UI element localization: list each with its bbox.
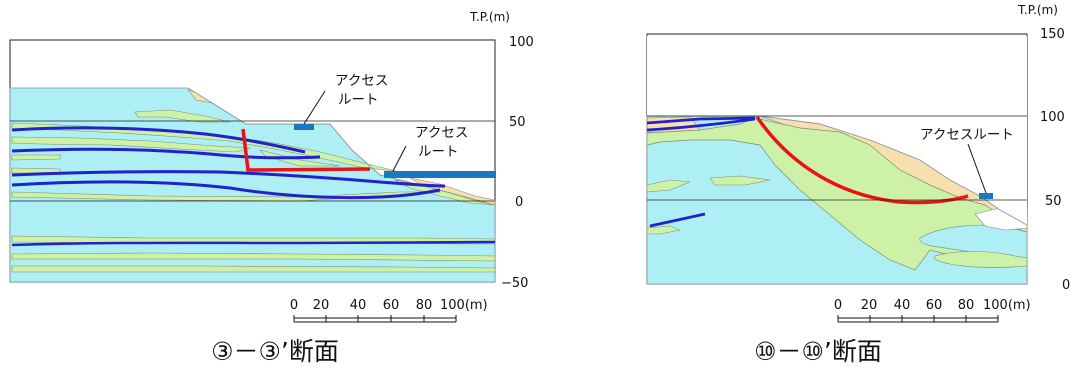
left-red-line [241,128,371,172]
right-blue-line-1 [646,116,756,125]
left-blue-line-3 [11,170,446,188]
right-green-streak-3 [646,225,682,235]
left-access-label-2a: アクセス [415,125,468,141]
left-green-strip-9 [11,252,496,262]
left-blue-line-4 [11,180,441,200]
right-access-leader [967,143,987,194]
left-blue-lines [11,126,496,247]
right-scale-tick-20: 20 [861,298,878,313]
right-scale-tick-0: 0 [834,298,842,313]
left-scale-tick-20: 20 [313,298,330,313]
right-green-streak-2 [709,175,771,186]
left-scale-tick-60: 60 [383,298,400,313]
right-scale-tick-80: 80 [958,298,975,313]
left-green-strip-1 [134,109,231,123]
left-section-panel: アクセス ルート アクセス ルート T.P.(m) 100 50 0 −50 0… [9,10,534,366]
right-scale-tick-60: 60 [926,298,943,313]
left-ytick-100: 100 [509,35,534,50]
right-ytick-50: 50 [1045,194,1062,209]
left-scale-tick-100: 100(m) [440,298,488,313]
right-ytick-0: 0 [1062,278,1070,293]
left-blue-line-1 [11,126,306,154]
right-upper-sky [647,36,1027,225]
left-scale-bar: 0 20 40 60 80 100(m) [290,298,488,323]
right-unit-label: T.P.(m) [1017,3,1058,17]
left-access-leader-1 [303,90,326,125]
left-access-label-2b: ルート [418,144,459,160]
left-blue-line-2 [11,147,321,160]
left-access-label-1b: ルート [338,92,379,108]
left-unit-label: T.P.(m) [469,10,510,24]
right-access-route [979,193,993,199]
right-green-streak-1 [646,179,691,193]
left-green-strip-3 [11,136,251,153]
right-access-label: アクセスルート [920,127,1014,143]
right-surface-outline [647,115,1028,226]
right-blue-line-3 [649,212,706,228]
left-scale-tick-0: 0 [290,298,298,313]
right-scale-bar: 0 20 40 60 80 100(m) [834,298,1031,323]
right-ytick-150: 150 [1040,27,1065,42]
right-green-layer [646,117,1028,271]
right-scale-tick-40: 40 [894,298,911,313]
right-section-panel: アクセスルート T.P.(m) 150 100 50 0 0 20 40 60 … [646,3,1070,366]
left-green-strip-10 [11,265,496,273]
right-blue-lines [646,116,756,228]
left-ytick-0: 0 [515,195,523,210]
right-cyan-lens-2 [933,251,1028,268]
left-access-route-lower [384,171,496,178]
right-scale-tick-100: 100(m) [983,298,1031,313]
right-ytick-100: 100 [1040,110,1065,125]
left-ytick-50: 50 [509,115,526,130]
left-scale-tick-40: 40 [350,298,367,313]
left-caption: ③－③’断面 [211,337,339,366]
left-green-strip-4 [11,154,61,161]
right-caption: ⑩－⑩’断面 [754,337,882,366]
left-access-label-1a: アクセス [335,73,388,89]
right-blue-line-2 [646,117,756,132]
left-blue-line-5 [11,240,496,247]
left-access-leader-2 [392,145,407,172]
left-ytick-neg50: −50 [501,276,528,291]
left-scale-tick-80: 80 [416,298,433,313]
left-access-route-upper [294,124,314,130]
left-upper-sky [188,80,352,150]
